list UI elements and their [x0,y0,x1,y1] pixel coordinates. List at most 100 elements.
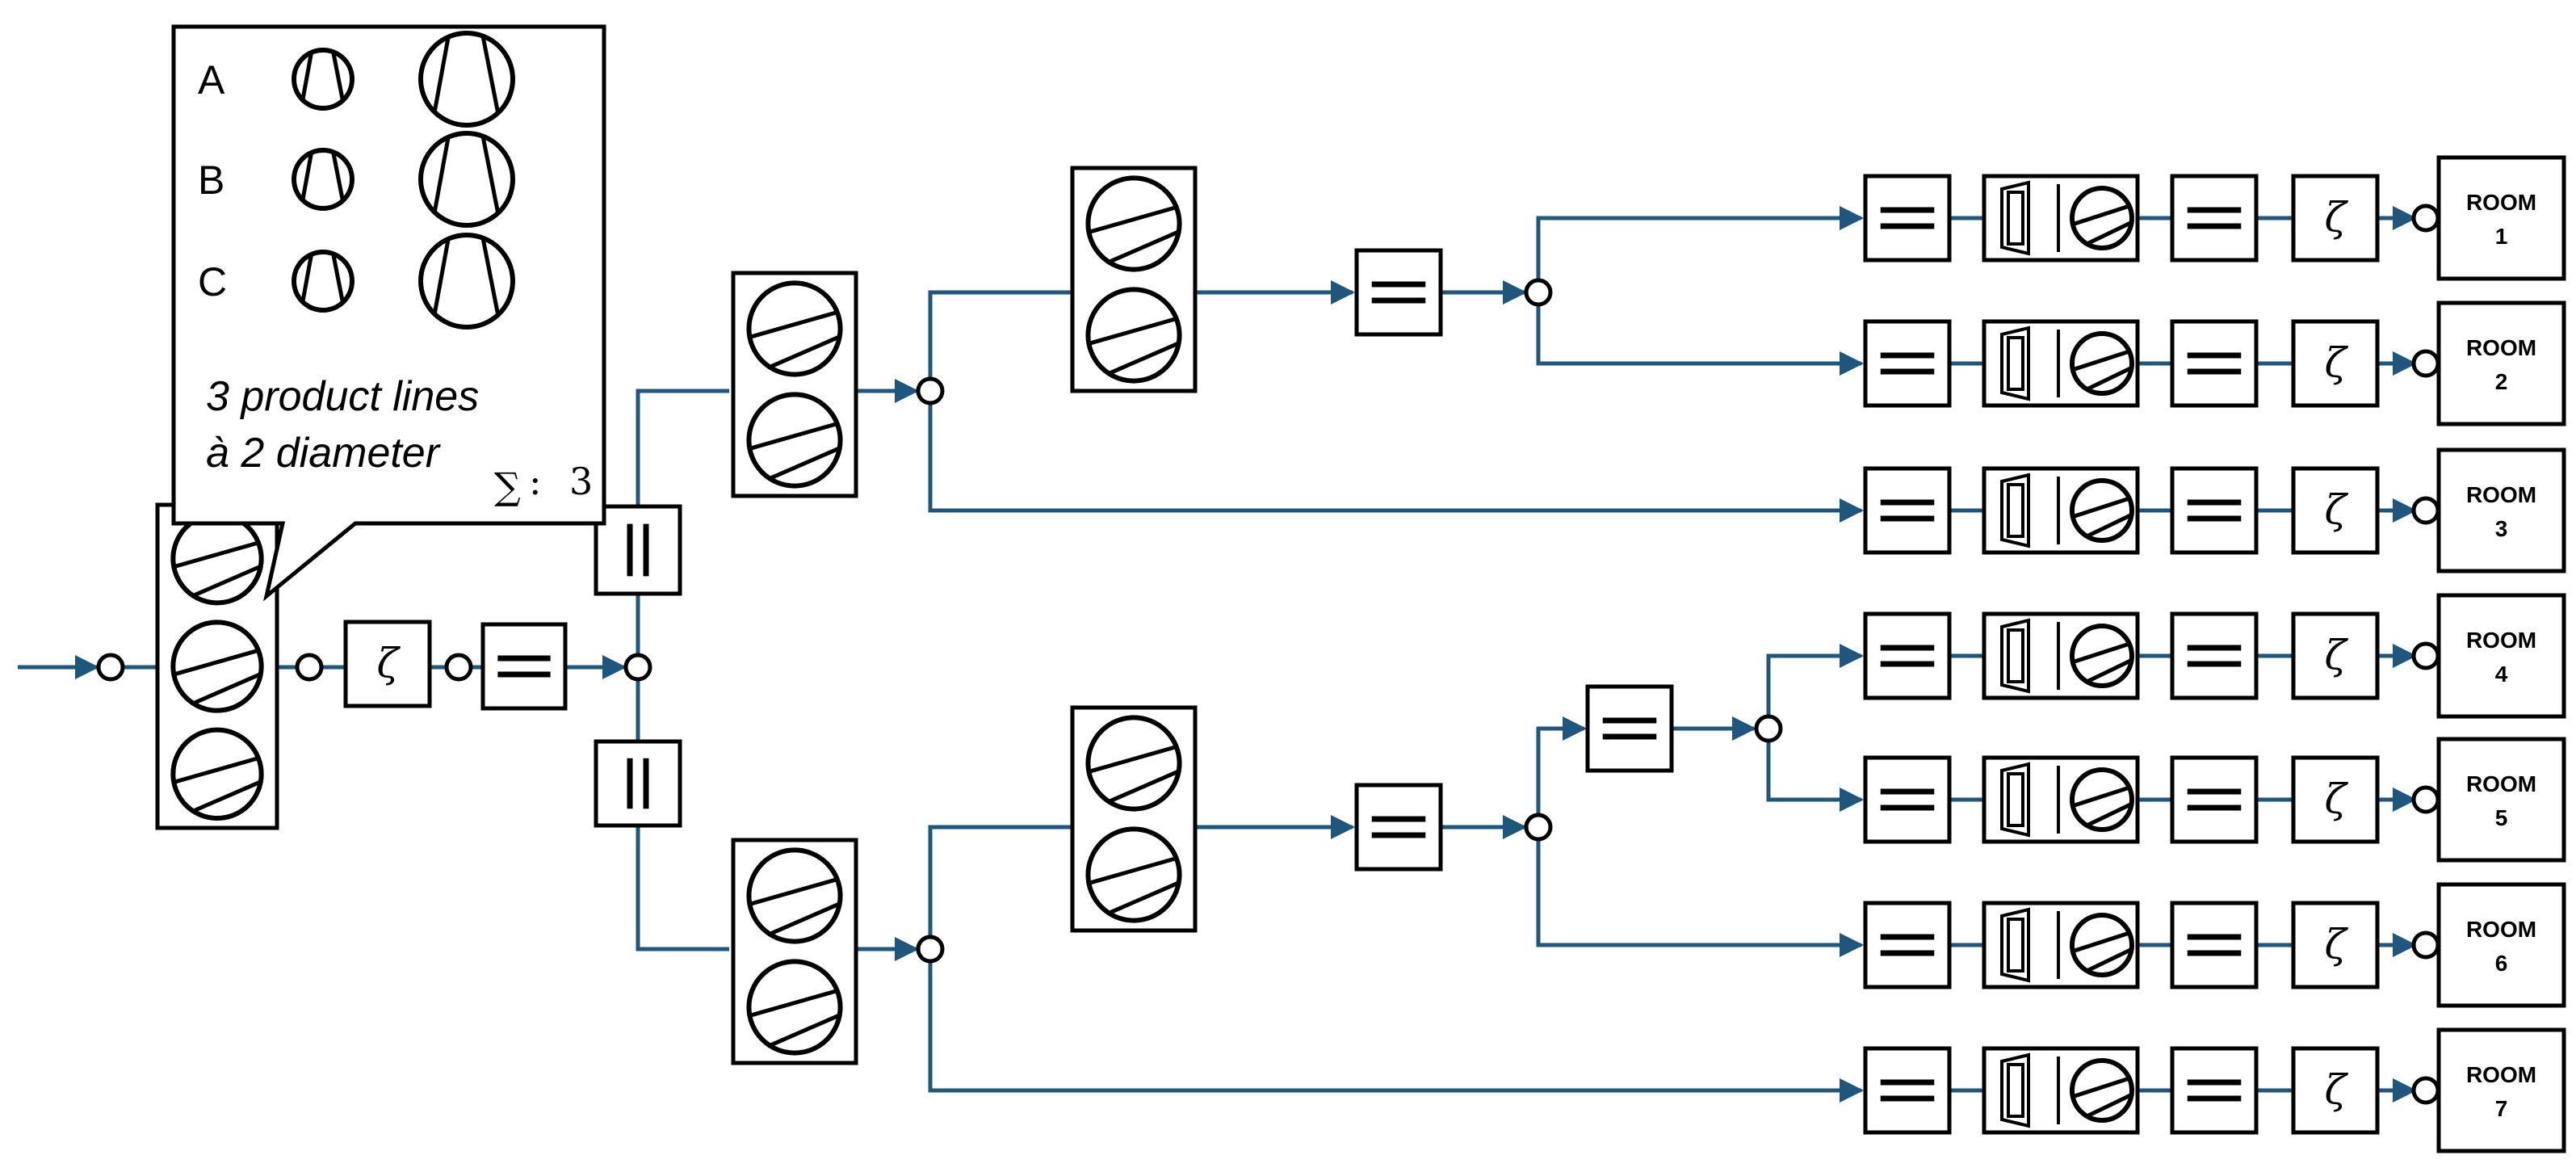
lower-split-node [916,935,945,964]
room-number: 5 [2495,805,2508,830]
pump-icon [746,392,843,489]
row-equal-box [1863,1046,1952,1135]
zeta-symbol: ζ [2324,194,2348,241]
terminal-unit [1982,174,2140,263]
upper-pump-group [731,271,858,498]
row-equal-box [1863,319,1952,408]
damper-icon [2000,618,2030,694]
row-equal-box [1863,755,1952,844]
main-pump-group [155,502,279,830]
row-zeta-box: ζ [2291,319,2380,408]
legend-row: B [198,131,515,228]
room-number: 4 [2495,662,2508,687]
lower-secondary-pump-group [1070,705,1198,933]
room-inlet-node [2411,785,2440,814]
room45-split-node [1754,714,1783,743]
lower-parallel-box [594,739,682,828]
pipe-line [928,961,1864,1103]
terminal-unit [1982,319,2140,408]
small-diameter-icon [292,48,355,111]
pipe-line [1536,839,1864,957]
pipe-line [928,403,1864,523]
row-equal-box [2170,1046,2259,1135]
pipe-line [928,825,1072,937]
upper-equal-box [1354,248,1443,337]
pipe-line [1766,644,1864,716]
legend-sum-separator: : [529,460,542,503]
room45-equal-box [1585,684,1674,773]
zeta-symbol: ζ [376,640,401,687]
large-diameter-icon [418,131,515,228]
row-equal-box [1863,174,1952,263]
pump-icon [170,620,264,713]
legend-note-line1: 3 product lines [206,373,479,420]
zeta-symbol: ζ [2324,632,2348,678]
legend-callout-shape [171,24,606,602]
pipe-line [1766,741,1864,812]
row-equal-box [2170,611,2259,700]
row-zeta-box: ζ [2291,1046,2380,1135]
row-zeta-box: ζ [2291,174,2380,263]
row-equal-box [2170,755,2259,844]
row-equal-box [1863,901,1952,989]
upper-split-node [916,376,945,405]
row-equal-box [2170,319,2259,408]
small-diameter-icon [292,148,355,211]
main-equal-box [480,622,568,711]
legend-row-letter: A [198,57,225,103]
row-zeta-box: ζ [2291,901,2380,989]
fan-icon [2070,913,2134,977]
damper-icon [2000,907,2030,983]
terminal-unit [1982,901,2140,989]
row-zeta-box: ζ [2291,466,2380,555]
room-inlet-node [2411,930,2440,960]
legend-row-letter: C [198,259,227,305]
pump-icon [170,727,264,821]
upper-parallel-box [594,504,682,596]
room-inlet-node [2411,204,2440,233]
zeta-symbol: ζ [2324,339,2348,386]
lower-equal-box [1354,783,1443,872]
row-equal-box [2170,466,2259,555]
lower-second-split-node [1524,813,1553,842]
zeta-symbol: ζ [2324,921,2348,968]
room-label: ROOM [2466,771,2536,796]
pipe-line [636,389,729,506]
upper-secondary-pump-group [1070,166,1198,393]
inlet-node [96,653,125,682]
damper-icon [2000,180,2030,256]
pipe-line [1536,305,1864,376]
main-zeta-box: ζ [343,620,432,708]
room-label: ROOM [2466,335,2536,360]
pipe-line [1536,206,1864,280]
room-number: 7 [2495,1096,2508,1121]
fan-icon [2070,1058,2134,1123]
pipe-line [928,290,1072,379]
zeta-symbol: ζ [2324,1066,2348,1113]
node [444,653,473,682]
room-label: ROOM [2466,1062,2536,1087]
legend-callout: ABC 3 product lines à 2 diameter ∑ : 3 [171,24,606,602]
terminal-unit [1982,611,2140,700]
lower-pump-group [731,838,858,1065]
pump-icon [746,959,843,1056]
room-inlet-node [2411,641,2440,670]
zeta-symbol: ζ [2324,775,2348,822]
room-5: ROOM 5 [2436,737,2566,863]
zeta-symbol: ζ [2324,486,2348,533]
fan-icon [2070,624,2134,688]
room-number: 2 [2495,369,2508,394]
fan-icon [2070,331,2134,396]
main-split-node [623,653,652,682]
pump-icon [1085,715,1182,812]
terminal-unit [1982,1046,2140,1135]
pump-icon [746,847,843,944]
fan-icon [2070,478,2134,543]
large-diameter-icon [418,31,515,128]
legend-row-letter: B [198,158,224,203]
room-inlet-node [2411,496,2440,525]
node [295,653,324,682]
